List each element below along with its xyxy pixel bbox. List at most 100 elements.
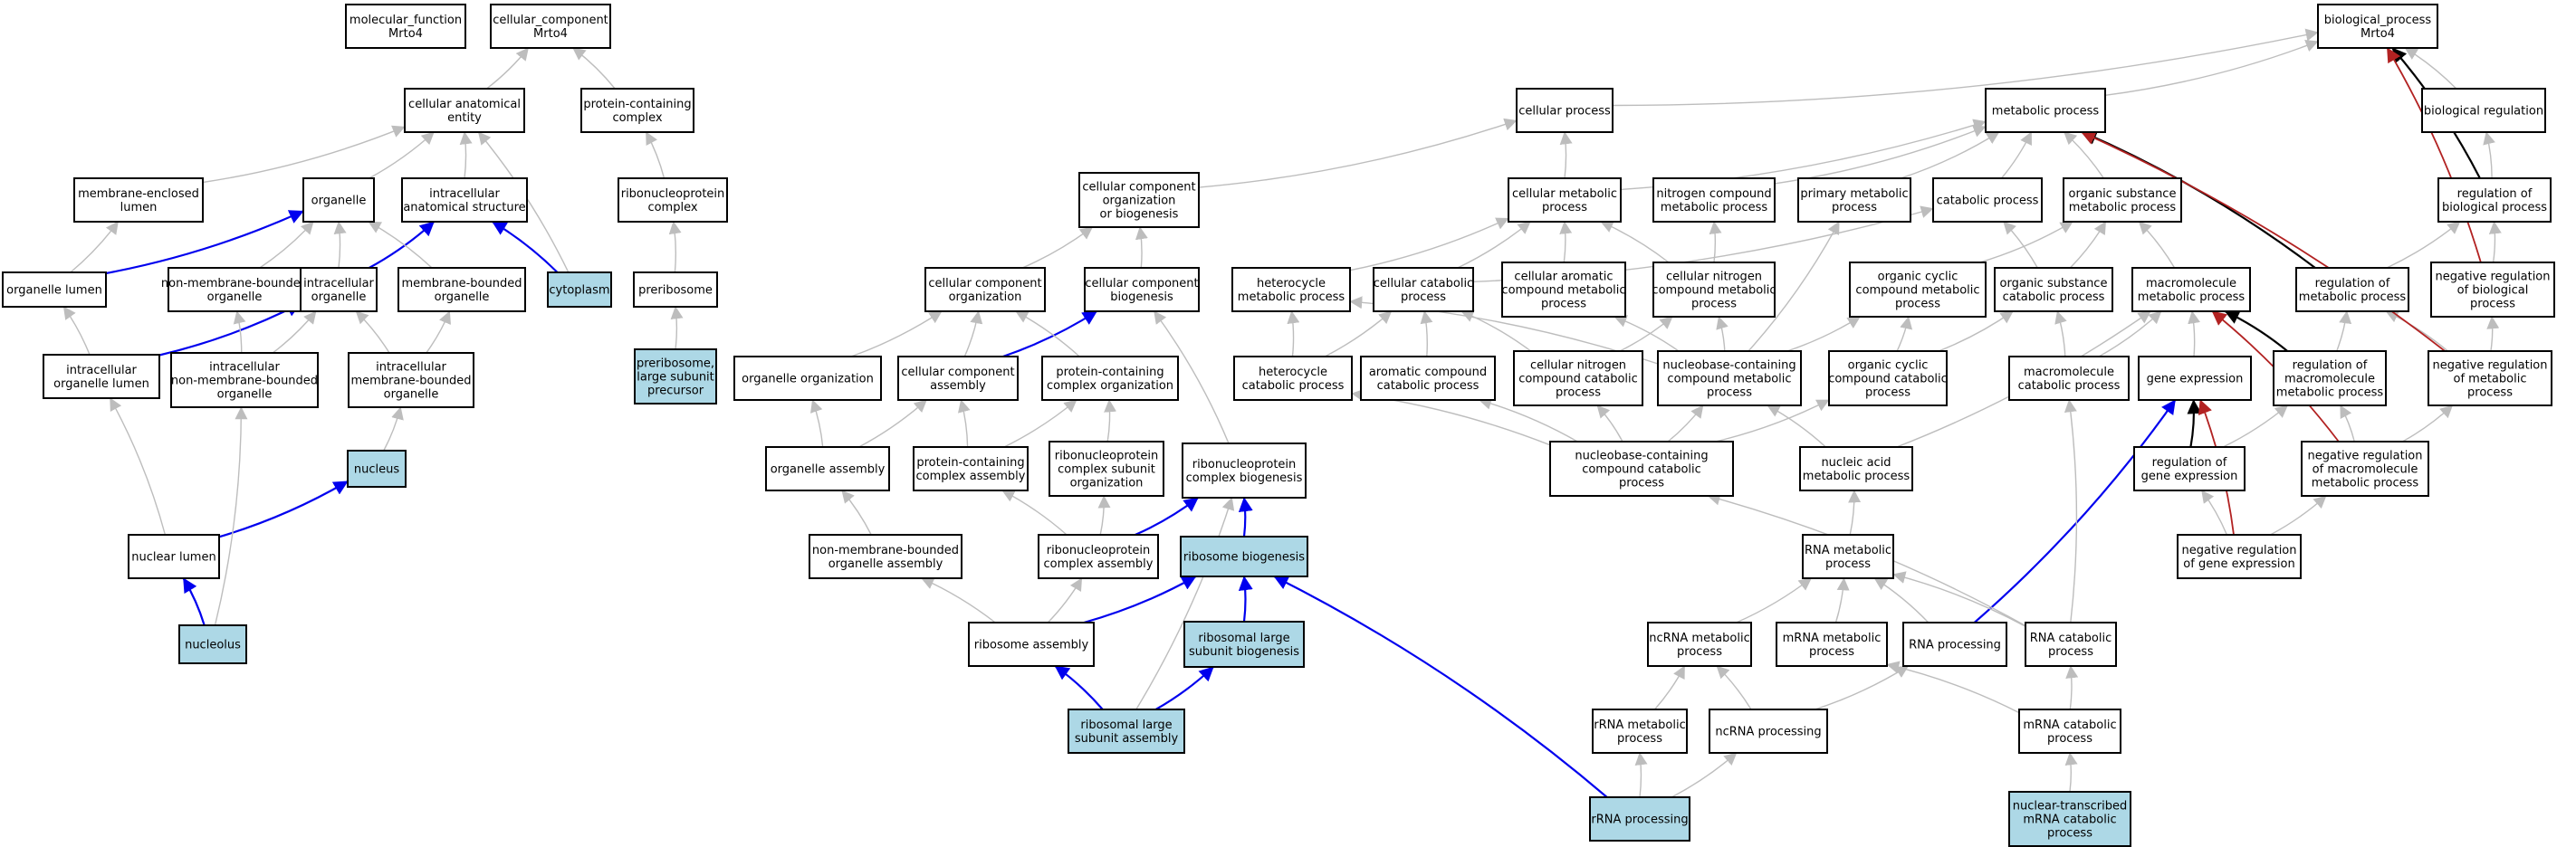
node-label-line: intracellular bbox=[429, 187, 500, 201]
node-label-line: nucleobase-containing bbox=[1575, 450, 1708, 463]
edge-pcca-to-pcco bbox=[1003, 399, 1077, 448]
node-label-line: metabolic process bbox=[2138, 290, 2246, 304]
node-ncrna-processing[interactable]: ncRNA processing bbox=[1709, 709, 1828, 754]
node-organelle-assembly[interactable]: organelle assembly bbox=[765, 446, 890, 491]
node-rrna-processing[interactable]: rRNA processing bbox=[1589, 796, 1690, 842]
edge-nlo-to-nl bbox=[182, 577, 206, 626]
node-biological-regulation[interactable]: biological regulation bbox=[2421, 88, 2546, 133]
node-box bbox=[2008, 356, 2130, 401]
node-organelle-lumen[interactable]: organelle lumen bbox=[2, 271, 107, 308]
node-intracellular-non-membrane-bounded-organelle[interactable]: intracellularnon-membrane-boundedorganel… bbox=[170, 352, 319, 408]
edge-cnccp-to-ccp bbox=[1460, 309, 1532, 352]
node-nuclear-lumen[interactable]: nuclear lumen bbox=[128, 534, 220, 579]
node-box bbox=[1180, 536, 1308, 577]
node-box bbox=[1589, 796, 1690, 842]
node-catabolic-process[interactable]: catabolic process bbox=[1932, 177, 2043, 223]
node-cytoplasm[interactable]: cytoplasm bbox=[547, 271, 612, 308]
edge-org-to-cae bbox=[369, 131, 435, 179]
node-box bbox=[618, 177, 728, 223]
node-label-line: complex subunit bbox=[1058, 463, 1155, 477]
edge-hmp-to-cmp bbox=[1349, 217, 1509, 271]
node-ribosome-biogenesis[interactable]: ribosome biogenesis bbox=[1180, 536, 1308, 577]
edge-inmbo-to-nmbo bbox=[233, 310, 246, 354]
node-gene-expression[interactable]: gene expression bbox=[2138, 356, 2252, 401]
node-nucleolus[interactable]: nucleolus bbox=[178, 624, 247, 664]
node-nucleus[interactable]: nucleus bbox=[347, 450, 407, 488]
node-label-line: Mrto4 bbox=[2361, 27, 2395, 41]
node-preribosome[interactable]: preribosome bbox=[633, 271, 718, 308]
node-rna-processing[interactable]: RNA processing bbox=[1902, 622, 2007, 667]
node-metabolic-process[interactable]: metabolic process bbox=[1985, 88, 2106, 133]
node-organelle-organization[interactable]: organelle organization bbox=[733, 356, 882, 401]
edge-cncmp-to-cmp bbox=[1600, 221, 1670, 263]
edge-oorg-to-cco bbox=[850, 310, 943, 357]
node-organelle[interactable]: organelle bbox=[302, 177, 375, 223]
node-label-line: ncRNA processing bbox=[1715, 726, 1821, 739]
edge-hcp-to-hmp bbox=[1287, 310, 1300, 357]
node-ribosome-assembly[interactable]: ribosome assembly bbox=[968, 622, 1095, 667]
node-cellular-process[interactable]: cellular process bbox=[1516, 88, 1614, 133]
node-label-line: intracellular bbox=[209, 361, 280, 375]
